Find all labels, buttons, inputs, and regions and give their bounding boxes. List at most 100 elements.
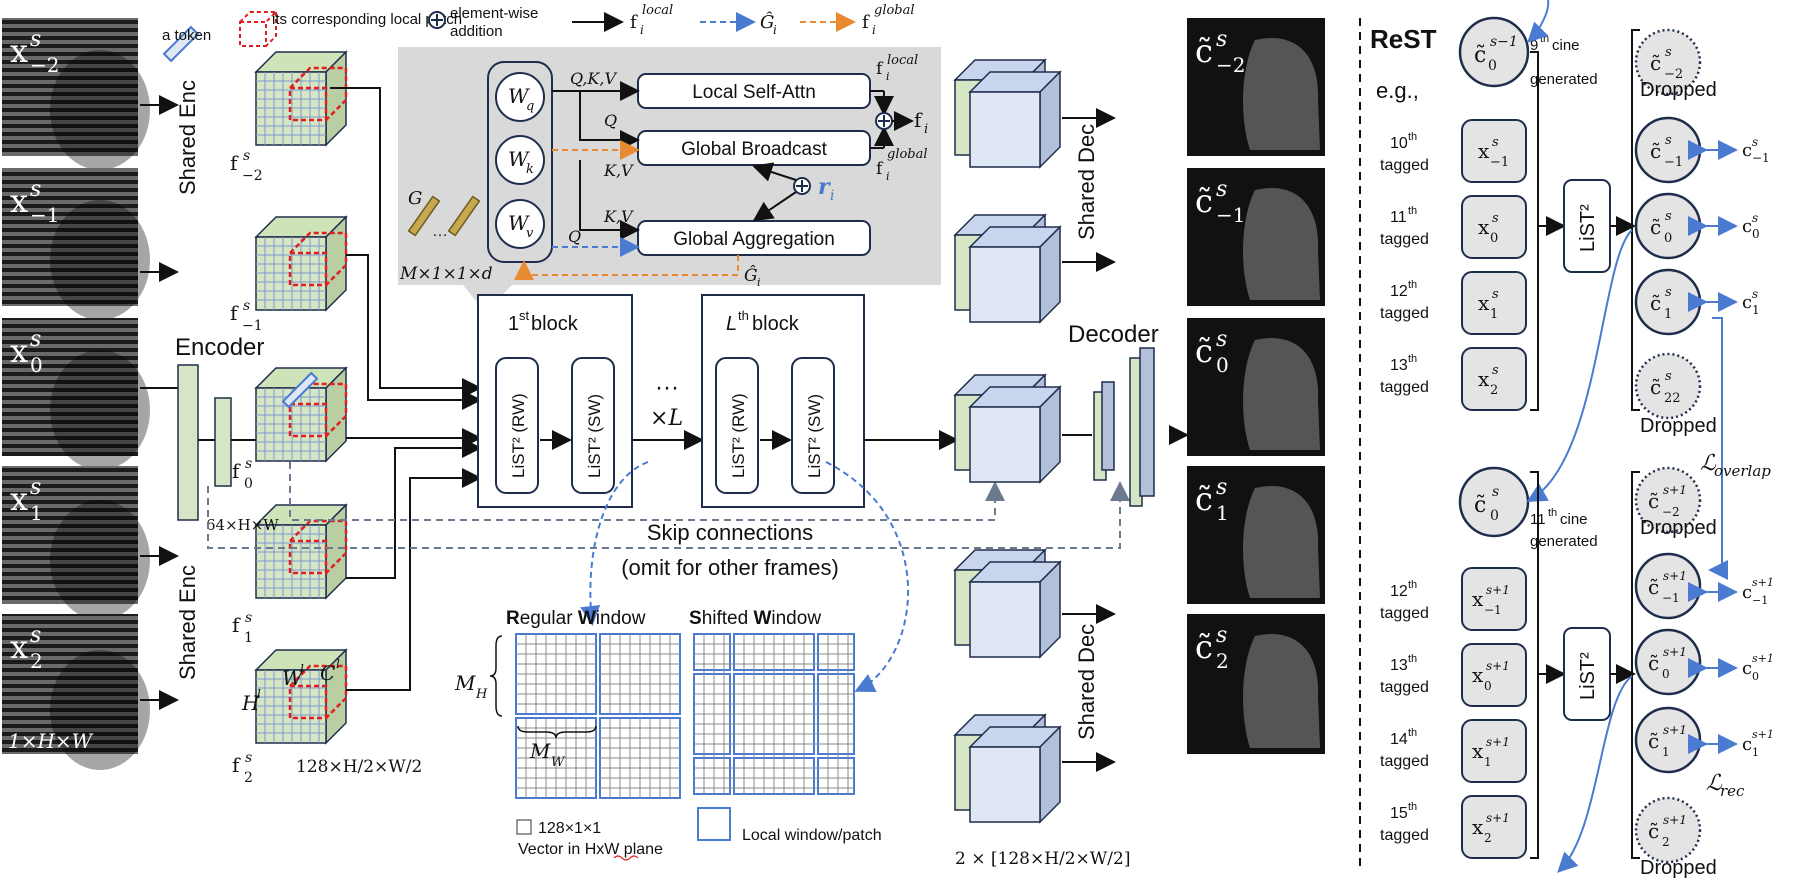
feature-sub-m1: −1 bbox=[242, 318, 263, 334]
xb-0-sup: s+1 bbox=[1486, 583, 1510, 597]
dim-64-label: 64×H×W bbox=[206, 516, 279, 534]
rest-top-circle-sub: 0 bbox=[1488, 58, 1497, 74]
fglobal-sup: global bbox=[887, 147, 928, 162]
encoder-bars bbox=[177, 364, 256, 521]
xb-1-sup: s+1 bbox=[1486, 659, 1510, 673]
rest-top-circle-label: c̃ bbox=[1474, 43, 1486, 68]
dec-cube-top-1 bbox=[953, 58, 1062, 169]
rest-top-circle-sup: s−1 bbox=[1490, 34, 1518, 50]
encoder-label: Encoder bbox=[175, 334, 264, 361]
shared-dec-label-bottom: Shared Dec bbox=[1074, 624, 1099, 740]
xa-0: x bbox=[1478, 139, 1490, 163]
legend: a token its corresponding local patch el… bbox=[162, 3, 915, 63]
tagged-a-0-sup: th bbox=[1408, 131, 1417, 143]
local-window-label: Local window/patch bbox=[742, 827, 882, 844]
wv-label: W bbox=[508, 211, 530, 235]
rec-loss: ℒ bbox=[1706, 771, 1723, 796]
global-aggregation-label: Global Aggregation bbox=[673, 229, 835, 250]
dec-cube-bot-2 bbox=[953, 713, 1062, 824]
dec-cube-bot-1 bbox=[953, 548, 1062, 659]
wv-sub: v bbox=[526, 226, 534, 241]
oa-4: c̃ bbox=[1650, 375, 1661, 399]
ob-0-sub: −2 bbox=[1662, 505, 1680, 519]
overlap-loss-arrow bbox=[1708, 317, 1728, 580]
rest-eg: e.g., bbox=[1376, 78, 1419, 103]
legend-global-sup: global bbox=[874, 3, 915, 18]
last-block: L th block LiST² (RW) LiST² (SW) bbox=[701, 294, 865, 508]
rest-top-circle bbox=[1458, 16, 1530, 88]
xb-2-sub: 1 bbox=[1484, 755, 1492, 769]
vec-label: 128×1×1 bbox=[538, 820, 601, 837]
output-label-m2: c̃ bbox=[1195, 32, 1213, 70]
feature-sup-m2: s bbox=[243, 148, 250, 164]
cb-2-sup: s+1 bbox=[1752, 728, 1774, 741]
feature-sub-1: 1 bbox=[244, 630, 253, 646]
ri-sub: i bbox=[830, 188, 834, 204]
rest-mid-note-text: cine bbox=[1560, 511, 1588, 528]
output-sub-0: 0 bbox=[1216, 353, 1229, 377]
output-sup-2: s bbox=[1216, 623, 1227, 648]
tagged-a-3-num: 13 bbox=[1390, 357, 1408, 374]
overlap-loss-sub: overlap bbox=[1714, 462, 1771, 480]
ghat-under-sub: i bbox=[757, 276, 761, 289]
oa-3: c̃ bbox=[1650, 291, 1661, 315]
skip-connections bbox=[207, 462, 1130, 549]
legend-local-f: f bbox=[630, 12, 638, 33]
flocal-sub: i bbox=[886, 70, 890, 83]
xa-1: x bbox=[1478, 215, 1490, 239]
vec-desc: Vector in HxW plane bbox=[518, 841, 663, 858]
oa-0: c̃ bbox=[1650, 51, 1661, 75]
fglobal-sub: i bbox=[886, 170, 890, 183]
output-frame-m1: c̃ s −1 bbox=[1187, 168, 1325, 306]
legend-patch-label: its corresponding local patch bbox=[272, 11, 462, 28]
output-sup-1: s bbox=[1216, 475, 1227, 500]
overlap-loss: ℒ bbox=[1700, 451, 1717, 476]
local-patch-icon bbox=[239, 11, 279, 47]
feature-cube-m1: f s −1 bbox=[230, 215, 348, 334]
cube-c-label: C bbox=[320, 661, 335, 685]
last-block-num: L bbox=[726, 313, 737, 335]
legend-ghat: Ĝ bbox=[760, 10, 774, 33]
ghat-under-label: Ĝ bbox=[744, 265, 758, 286]
input-label-1: x bbox=[10, 480, 28, 518]
dropped-a-1: Dropped bbox=[1640, 415, 1717, 437]
oa-4-sub: 22 bbox=[1664, 391, 1681, 406]
output-sub-m2: −2 bbox=[1216, 53, 1245, 77]
cb-1-sup: s+1 bbox=[1752, 652, 1774, 665]
enc-arrows bbox=[140, 95, 179, 710]
output-sup-m1: s bbox=[1216, 177, 1227, 202]
wv-node bbox=[495, 199, 545, 249]
cube-w-sup: l bbox=[300, 662, 304, 676]
ca-2: c bbox=[1742, 292, 1752, 313]
feature-label-2: f bbox=[232, 753, 241, 777]
mw-label: M bbox=[529, 739, 551, 763]
input-sup-0: s bbox=[30, 327, 41, 352]
wq-label: W bbox=[508, 84, 530, 108]
output-sub-m1: −1 bbox=[1216, 203, 1245, 227]
oa-2-sup: s bbox=[1665, 209, 1672, 224]
rest-mid-circle-sub: 0 bbox=[1490, 508, 1499, 524]
input-label-m2: x bbox=[10, 32, 28, 70]
g-label: G bbox=[408, 188, 422, 209]
xa-1-sup: s bbox=[1492, 211, 1499, 226]
rest-top-note-text2: generated bbox=[1530, 71, 1598, 88]
mh-label: M bbox=[454, 671, 476, 695]
global-tokens-icon bbox=[407, 195, 481, 237]
tagged-b-2-num: 14 bbox=[1390, 731, 1408, 748]
flocal-label: f bbox=[876, 59, 884, 79]
dropped-b-1: Dropped bbox=[1640, 857, 1717, 879]
last-block-rw-label: LiST² (RW) bbox=[729, 393, 748, 478]
cb-2: c bbox=[1742, 734, 1752, 755]
output-sub-1: 1 bbox=[1216, 501, 1229, 525]
first-block-sup: st bbox=[519, 308, 530, 323]
tagged-b-0-word: tagged bbox=[1380, 605, 1429, 622]
output-label-2: c̃ bbox=[1195, 628, 1213, 666]
tagged-group-a: 10 th tagged 11 th tagged 12 th tagged 1… bbox=[1380, 131, 1429, 396]
dropped-a-0: Dropped bbox=[1640, 79, 1717, 101]
fi-out-sub: i bbox=[924, 122, 928, 137]
oa-0-sup: s bbox=[1665, 45, 1672, 60]
ob-4-sup: s+1 bbox=[1663, 813, 1687, 827]
tagged-b-3-word: tagged bbox=[1380, 827, 1429, 844]
rest-top-note-text: cine bbox=[1552, 37, 1580, 54]
x-boxes-a: x s −1 x s 0 x s 1 x s 2 bbox=[1461, 119, 1527, 411]
